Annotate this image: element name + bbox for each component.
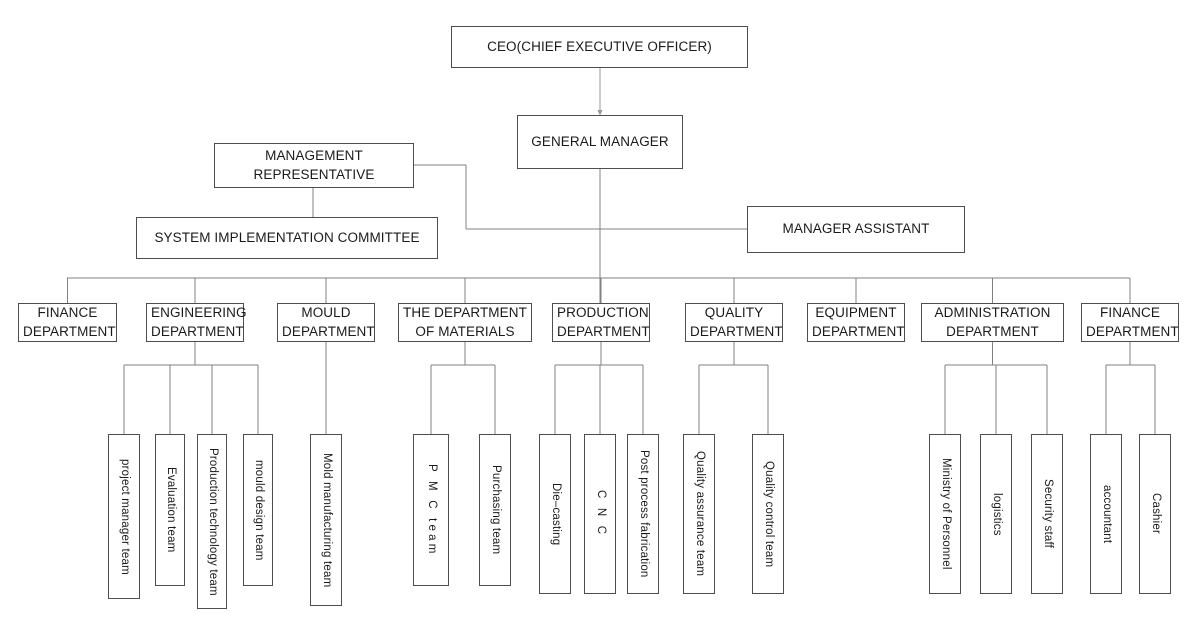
org-node-mgmt_rep[interactable]: MANAGEMENT REPRESENTATIVE (214, 143, 414, 188)
org-node-production[interactable]: PRODUCTION DEPARTMENT (552, 303, 650, 342)
org-node-label: Security staff (1041, 479, 1054, 549)
org-node-qc_team[interactable]: Quality control team (752, 434, 784, 594)
org-node-die_casting[interactable]: Die–casting (539, 434, 571, 594)
org-node-qa_team[interactable]: Quality assurance team (683, 434, 715, 594)
org-node-label: Quality assurance team (693, 451, 706, 577)
org-node-mold_mfg[interactable]: Mold manufacturing team (310, 434, 342, 606)
org-node-label: Post process fabrication (637, 450, 650, 578)
org-node-label: C N C (594, 490, 607, 538)
org-node-proj_mgr_team[interactable]: project manager team (108, 434, 140, 599)
org-node-label: Purchasing team (489, 465, 502, 555)
org-node-label: PRODUCTION DEPARTMENT (557, 305, 650, 339)
org-node-label: FINANCE DEPARTMENT (23, 305, 116, 339)
org-node-label: MOULD DEPARTMENT (282, 305, 375, 339)
org-node-label: mould design team (252, 459, 265, 561)
org-node-label: accountant (1100, 484, 1113, 544)
org-node-label: Die–casting (549, 482, 562, 546)
org-node-label: project manager team (118, 458, 131, 575)
org-node-label: GENERAL MANAGER (531, 133, 669, 149)
org-node-label: Cashier (1149, 493, 1162, 535)
org-node-engineering[interactable]: ENGINEERING DEPARTMENT (146, 303, 247, 342)
org-node-label: CEO(CHIEF EXECUTIVE OFFICER) (487, 38, 712, 54)
org-node-prod_tech[interactable]: Production technology team (197, 434, 227, 609)
org-node-mould[interactable]: MOULD DEPARTMENT (277, 303, 375, 342)
org-node-gm[interactable]: GENERAL MANAGER (517, 115, 683, 169)
org-node-label: Mold manufacturing team (320, 452, 333, 588)
org-node-post_process[interactable]: Post process fabrication (627, 434, 659, 594)
org-node-label: THE DEPARTMENT OF MATERIALS (403, 305, 527, 339)
org-node-finance_l[interactable]: FINANCE DEPARTMENT (18, 303, 117, 342)
org-node-cashier[interactable]: Cashier (1139, 434, 1171, 594)
org-node-label: ADMINISTRATION DEPARTMENT (934, 305, 1051, 339)
org-node-label: P M C team (425, 463, 438, 557)
org-node-accountant[interactable]: accountant (1090, 434, 1122, 594)
org-node-label: MANAGER ASSISTANT (782, 221, 930, 237)
org-node-mgr_asst[interactable]: MANAGER ASSISTANT (747, 206, 965, 253)
org-node-label: SYSTEM IMPLEMENTATION COMMITTEE (154, 229, 420, 245)
org-node-label: ENGINEERING DEPARTMENT (151, 305, 247, 339)
org-node-cnc[interactable]: C N C (584, 434, 616, 594)
org-node-purchasing[interactable]: Purchasing team (479, 434, 511, 586)
org-node-personnel[interactable]: Ministry of Personnel (929, 434, 961, 594)
org-node-mould_design[interactable]: mould design team (243, 434, 273, 586)
org-node-label: Ministry of Personnel (939, 458, 952, 570)
org-node-equipment[interactable]: EQUIPMENT DEPARTMENT (807, 303, 905, 342)
org-node-label: EQUIPMENT DEPARTMENT (812, 305, 905, 339)
org-node-eval_team[interactable]: Evaluation team (155, 434, 185, 586)
org-node-pmc_team[interactable]: P M C team (413, 434, 449, 586)
org-node-label: logistics (990, 492, 1003, 536)
org-node-admin[interactable]: ADMINISTRATION DEPARTMENT (921, 303, 1064, 342)
org-node-security[interactable]: Security staff (1031, 434, 1063, 594)
org-node-label: Production technology team (206, 447, 219, 596)
org-node-materials[interactable]: THE DEPARTMENT OF MATERIALS (398, 303, 532, 342)
org-node-logistics[interactable]: logistics (980, 434, 1012, 594)
org-node-sys_impl[interactable]: SYSTEM IMPLEMENTATION COMMITTEE (136, 217, 438, 259)
org-node-quality[interactable]: QUALITY DEPARTMENT (685, 303, 783, 342)
org-node-label: MANAGEMENT REPRESENTATIVE (253, 148, 375, 182)
org-node-finance_r[interactable]: FINANCE DEPARTMENT (1081, 303, 1179, 342)
org-node-label: Quality control team (762, 460, 775, 568)
org-node-label: QUALITY DEPARTMENT (690, 305, 783, 339)
org-node-ceo[interactable]: CEO(CHIEF EXECUTIVE OFFICER) (451, 26, 748, 68)
org-node-label: FINANCE DEPARTMENT (1086, 305, 1179, 339)
org-node-label: Evaluation team (164, 467, 177, 553)
